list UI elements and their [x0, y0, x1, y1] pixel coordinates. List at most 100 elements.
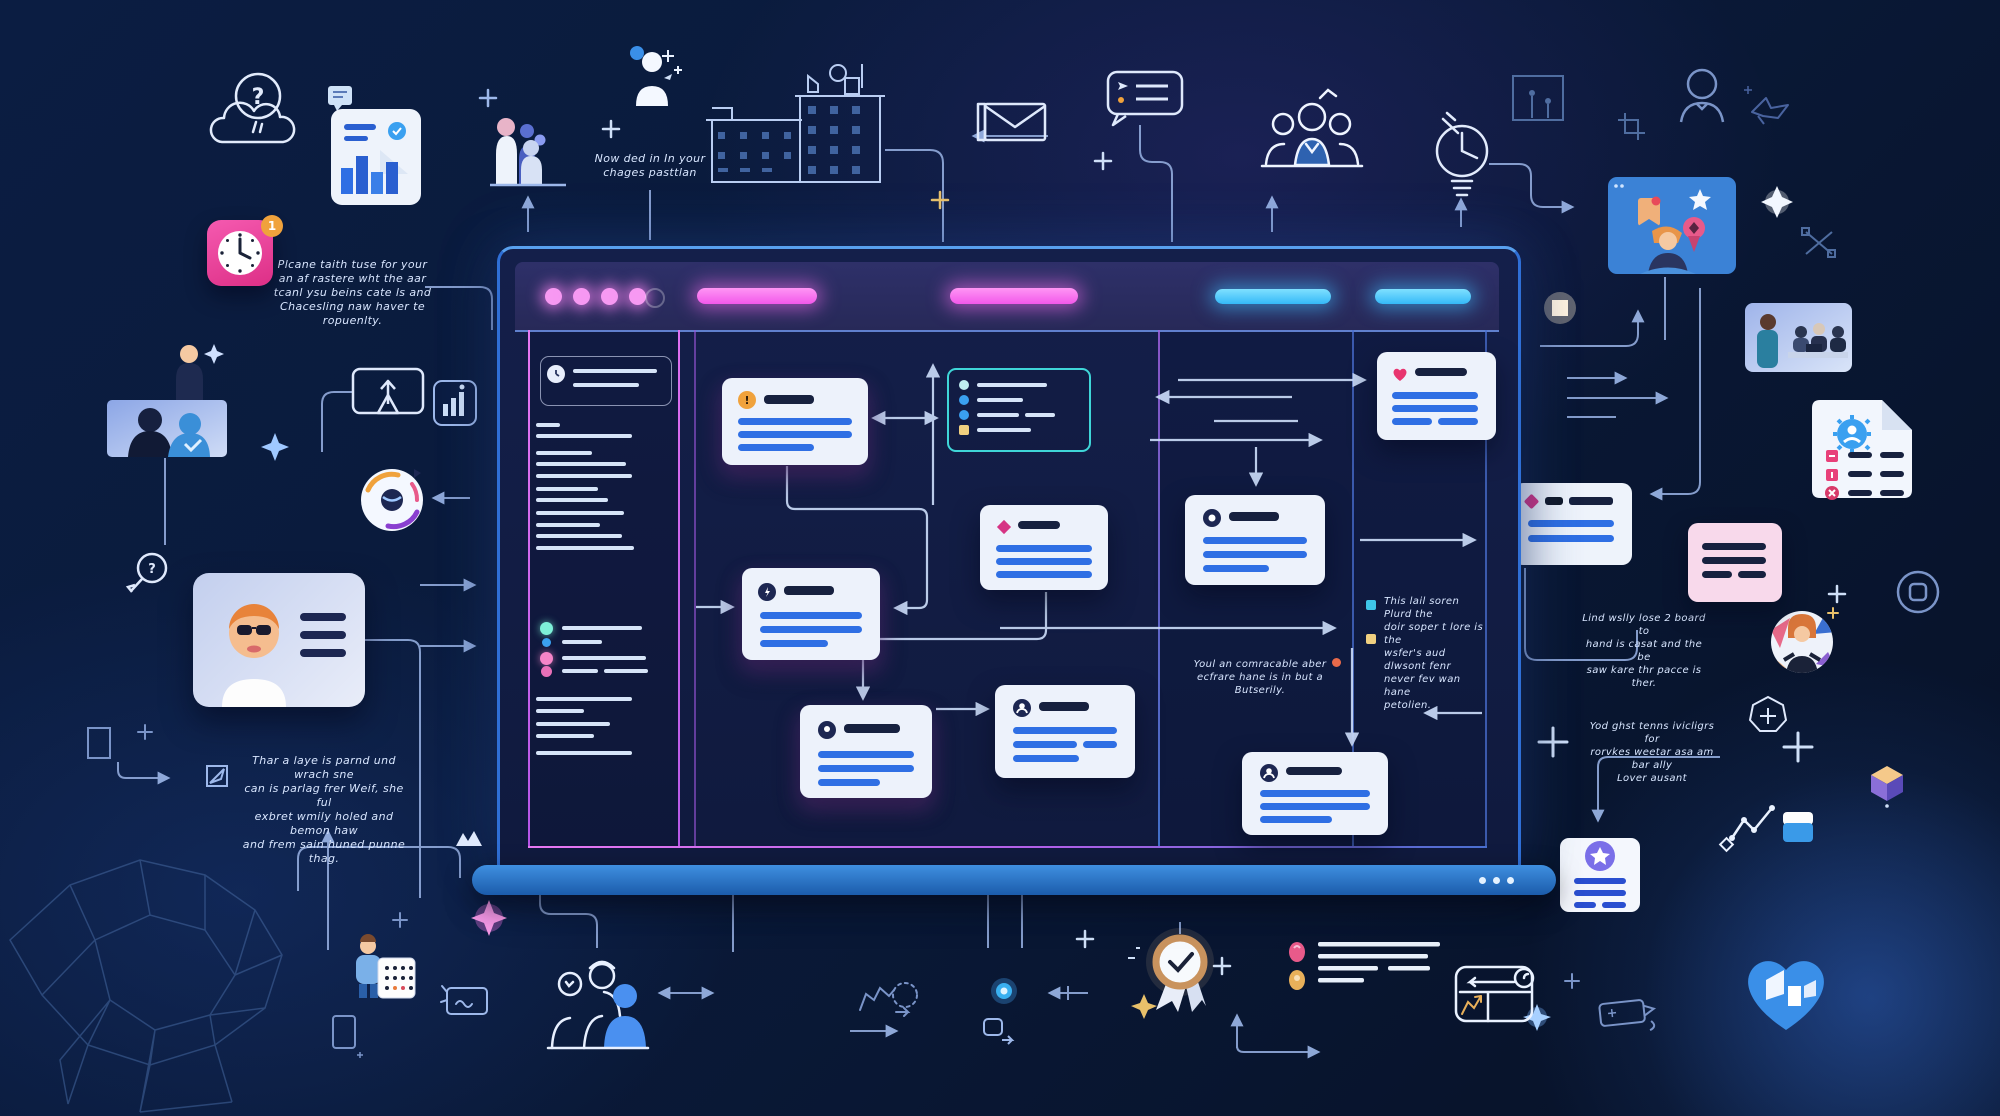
- note-line: petolien.: [1384, 700, 1432, 711]
- card-line: [760, 640, 828, 647]
- content-border-right: [1485, 330, 1487, 847]
- sidebar-line: [536, 451, 592, 455]
- flow-card-person[interactable]: [995, 685, 1135, 778]
- note-line: Plcane taith tuse for your: [277, 258, 428, 271]
- sidebar-line: [536, 434, 632, 438]
- note-card-line: [1702, 543, 1766, 550]
- flow-card-target[interactable]: [1185, 495, 1325, 585]
- window-dot[interactable]: [629, 288, 646, 305]
- topbar-divider: [515, 330, 1499, 332]
- mesh-network-icon: [9, 859, 283, 1113]
- sidebar-line: [536, 534, 622, 538]
- ticket-tag-icon: [1598, 999, 1657, 1032]
- medal-check-icon: [1128, 928, 1214, 1012]
- note-line: Yod ghst tenns ivicligrs for: [1589, 721, 1715, 745]
- card-title-dash: [1018, 521, 1060, 529]
- sidebar-line: [536, 474, 632, 478]
- flow-card-milestone[interactable]: [980, 505, 1108, 590]
- app-logo: [456, 831, 482, 846]
- window-dot[interactable]: [601, 288, 618, 305]
- checklist-line: [977, 398, 1023, 402]
- note-bullet-yellow: [1366, 634, 1376, 644]
- nav-bar-pink[interactable]: [950, 288, 1078, 304]
- orbit-rings-icon: [361, 469, 423, 531]
- doodle-card-icon: [440, 985, 488, 1015]
- idea-clock-icon: [1435, 111, 1489, 197]
- sidebar-profile-item[interactable]: [540, 356, 672, 406]
- flow-card-alert[interactable]: !: [722, 378, 868, 465]
- card-line: [1013, 727, 1117, 734]
- bullet-dot: [959, 410, 969, 420]
- heart-gallery-icon: [1748, 961, 1824, 1030]
- card-line: [760, 626, 862, 633]
- checklist-line: [977, 383, 1047, 387]
- nav-bar-blue[interactable]: [1375, 289, 1471, 304]
- meeting-photo-icon: [1745, 303, 1852, 372]
- note-dot-orange: [1332, 658, 1341, 667]
- card-line: [1260, 816, 1332, 823]
- certificate-star-card-icon: [1560, 838, 1640, 912]
- base-dot: [1507, 877, 1514, 884]
- note-position: Now ded in In your chages pasttlan: [585, 152, 715, 180]
- note-line: Now ded in In your: [594, 152, 706, 165]
- flow-card-task[interactable]: [800, 705, 932, 798]
- card-line: [760, 612, 862, 619]
- card-line: [738, 418, 852, 425]
- rounded-square-icon: [332, 1015, 363, 1058]
- flow-checklist-box[interactable]: [947, 368, 1091, 452]
- card-line: [1203, 551, 1307, 558]
- sidebar-line: [573, 369, 657, 373]
- sidebar-line: [536, 751, 632, 755]
- note-line: saw kare thr pacce is ther.: [1586, 665, 1702, 689]
- note-line: Youl an comracable aber: [1193, 659, 1327, 670]
- flow-card-favorite[interactable]: [1377, 352, 1496, 440]
- card-line: [818, 751, 914, 758]
- card-line: [996, 571, 1092, 578]
- card-title-dash: [844, 724, 900, 733]
- note-line: Chacesling naw haver te ropuenlty.: [280, 300, 425, 327]
- scissors-cross-icon: [1801, 227, 1836, 258]
- sidebar-line: [536, 423, 560, 427]
- note-card-line: [1702, 571, 1732, 578]
- notification-badge: 1: [261, 215, 283, 237]
- window-dot[interactable]: [545, 288, 562, 305]
- person-calendar-icon: [356, 934, 416, 999]
- card-line: [1260, 790, 1370, 797]
- sidebar-line: [562, 640, 602, 644]
- flow-card-summary[interactable]: [1242, 752, 1388, 835]
- pen-square-icon: [206, 765, 228, 787]
- sidebar-divider: [678, 330, 680, 847]
- sidebar-line: [536, 734, 594, 738]
- checklist-line: [977, 428, 1031, 432]
- card-line: [1438, 418, 1478, 425]
- status-dot-pink[interactable]: [540, 652, 553, 665]
- status-dot-teal[interactable]: [540, 622, 553, 635]
- note-profile: Thar a laye is parnd und wrach sne can i…: [238, 754, 410, 866]
- diamond-note-card-icon: [1513, 483, 1632, 565]
- card-line: [818, 779, 880, 786]
- sidebar-line: [604, 669, 648, 673]
- small-frame-icon: [87, 727, 111, 759]
- square-arrow-icon: [983, 1018, 1015, 1045]
- person-sparkle-icon: [630, 46, 682, 106]
- note-line: Lind wslly lose 2 board to: [1582, 613, 1706, 637]
- card-line: [1013, 741, 1077, 748]
- note-schedule: Plcane taith tuse for your an af rastere…: [270, 258, 435, 328]
- office-building-icon: [706, 64, 885, 183]
- doodle-sketch-icon: [859, 982, 918, 1017]
- status-dot-pink[interactable]: [541, 666, 552, 677]
- glow-dot-icon: [991, 978, 1017, 1004]
- nav-bar-blue[interactable]: [1215, 289, 1331, 304]
- avatar-woman-icon: [1771, 611, 1833, 673]
- bullet-dot: [959, 395, 969, 405]
- flow-card-info[interactable]: [742, 568, 880, 660]
- team-trio-icon: [1260, 88, 1364, 168]
- status-dot-blue[interactable]: [542, 638, 551, 647]
- sidebar-tint: [528, 330, 678, 846]
- nav-bar-pink[interactable]: [697, 288, 817, 304]
- card-line: [996, 545, 1092, 552]
- svg-text:!: !: [744, 394, 749, 407]
- window-dot[interactable]: [573, 288, 590, 305]
- note-line: tcanl ysu beins cate ls and: [273, 286, 432, 299]
- search-question-glyph: ?: [148, 562, 156, 577]
